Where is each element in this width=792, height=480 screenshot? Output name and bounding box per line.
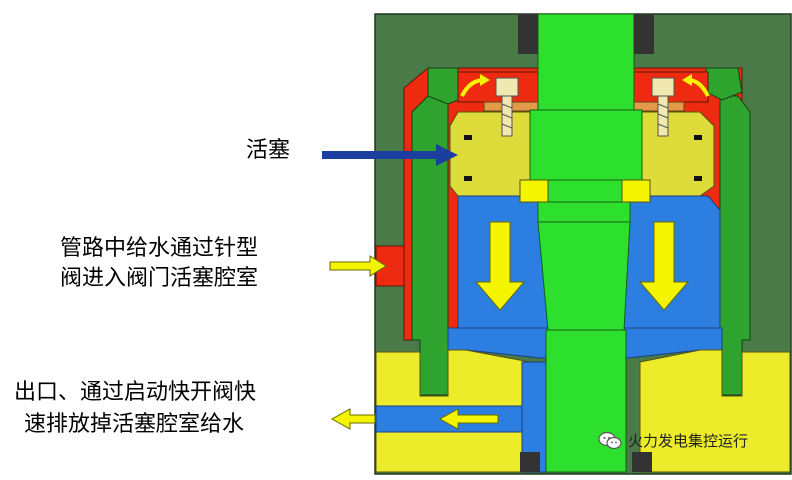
guide-block (621, 179, 651, 203)
lower-body-left (375, 349, 531, 407)
stem-taper (537, 221, 631, 331)
sleeve-right (719, 95, 751, 396)
outlet-arrow (438, 408, 499, 430)
packing-bottom-left (520, 452, 540, 472)
down-arrow-right (638, 221, 690, 311)
seal-mark (694, 135, 702, 140)
piston-label: 活塞 (246, 138, 291, 163)
stem-mid (537, 201, 631, 223)
outlet-label-line1: 出口、通过启动快开阀快 (14, 380, 257, 405)
lower-body-bottom-left (375, 431, 535, 473)
outlet-label-line2: 速排放掉活塞腔室给水 (24, 412, 245, 437)
piston-pointer-arrow (322, 144, 458, 166)
packing-bottom-right (632, 452, 652, 472)
watermark-text: 火力发电集控运行 (628, 432, 749, 450)
inlet-arrow (329, 255, 387, 277)
seal-mark (464, 135, 472, 140)
wechat-icon (598, 431, 622, 449)
inlet-label-line1: 管路中给水通过针型 (60, 236, 259, 261)
stem-collar (529, 109, 643, 181)
curved-flow-arrow (682, 74, 692, 86)
watermark: 火力发电集控运行 (598, 430, 748, 451)
down-arrow-left (474, 221, 526, 311)
lower-body-right (639, 349, 791, 473)
bolt-left (495, 77, 519, 137)
cap-left (427, 67, 459, 105)
packing-top-right (634, 14, 654, 54)
seal-mark (464, 176, 472, 181)
seal-mark (694, 176, 702, 181)
outlet-arrow-external (330, 408, 376, 430)
packing-top-left (518, 14, 538, 54)
inlet-label-line2: 阀进入阀门活塞腔室 (60, 266, 259, 291)
stem-lower (545, 329, 627, 473)
guide-block (519, 179, 549, 203)
bolt-right (651, 77, 675, 137)
curved-flow-arrow (480, 74, 490, 86)
stem-upper (537, 13, 635, 111)
